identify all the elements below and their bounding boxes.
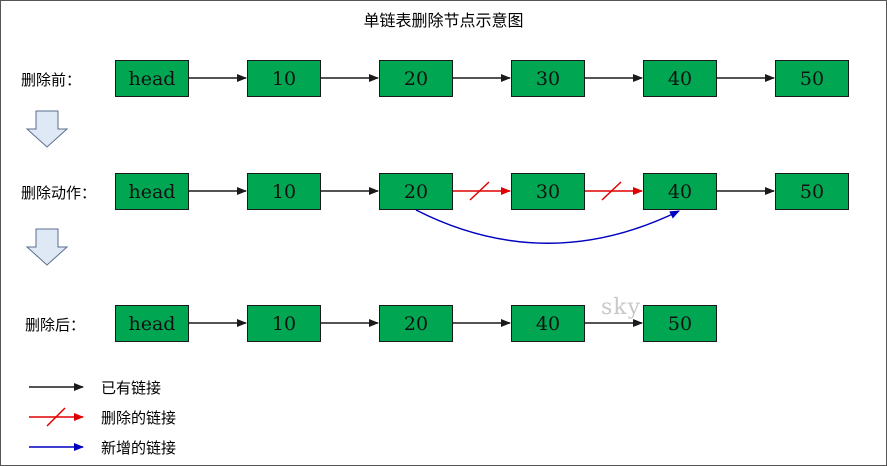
- legend-deleted-label: 删除的链接: [101, 409, 177, 427]
- node-20-before: 20: [379, 60, 453, 97]
- node-30-before: 30: [511, 60, 585, 97]
- row-label-after: 删除后：: [25, 316, 86, 334]
- node-head-before: head: [115, 60, 189, 97]
- node-50-action: 50: [775, 173, 849, 210]
- legend-added-label: 新增的链接: [101, 439, 177, 457]
- node-10-before: 10: [247, 60, 321, 97]
- watermark: sky: [601, 295, 642, 320]
- deleted-slash-30-40-icon: [601, 181, 622, 201]
- node-30-action: 30: [511, 173, 585, 210]
- node-40-action: 40: [643, 173, 717, 210]
- added-link-20-40: [415, 209, 680, 244]
- node-head-action: head: [115, 173, 189, 210]
- legend-existing-label: 已有链接: [101, 379, 162, 397]
- row-label-before: 删除前：: [21, 71, 82, 89]
- down-arrow-2-icon: [25, 228, 69, 266]
- node-40-after: 40: [511, 305, 585, 342]
- node-10-after: 10: [247, 305, 321, 342]
- node-20-action: 20: [379, 173, 453, 210]
- node-40-before: 40: [643, 60, 717, 97]
- node-50-after: 50: [643, 305, 717, 342]
- deleted-slash-20-30-icon: [469, 181, 490, 201]
- down-arrow-1-icon: [25, 110, 69, 148]
- node-head-after: head: [115, 305, 189, 342]
- row-action-links: [189, 181, 775, 244]
- diagram-title: 单链表删除节点示意图: [363, 11, 524, 30]
- legend-deleted-slash-icon: [46, 407, 66, 427]
- row-label-action: 删除动作：: [21, 184, 97, 202]
- node-50-before: 50: [775, 60, 849, 97]
- node-20-after: 20: [379, 305, 453, 342]
- node-10-action: 10: [247, 173, 321, 210]
